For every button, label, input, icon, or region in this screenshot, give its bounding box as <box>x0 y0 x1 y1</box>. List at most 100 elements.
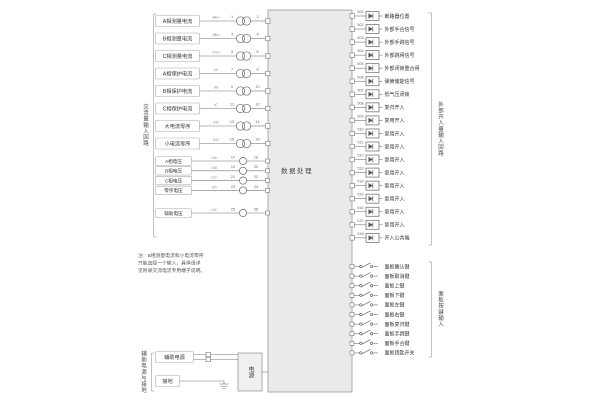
di-group-bracket: 外部开入量输入回路 <box>428 12 444 246</box>
terminal-pin <box>349 283 355 289</box>
aux-voltage-rows: 辅助电压 UX 25 26 <box>155 207 270 218</box>
digital-input-row: 510 复用开入 <box>349 127 405 139</box>
digital-input-row: 509 复用开入 <box>349 114 405 126</box>
terminal-number: 501 <box>357 10 363 14</box>
ac-row-label: 零序电压 <box>164 187 183 194</box>
di-row-label: 复用开入 <box>385 156 405 163</box>
digital-input-row: 503 外部手跳信号 <box>349 36 415 47</box>
terminal-number: 2 <box>256 15 258 19</box>
terminal-number: 25 <box>231 207 235 211</box>
signal-designator: U0 <box>211 184 217 189</box>
terminal-number: 20 <box>254 165 258 169</box>
terminal-pin <box>265 140 271 147</box>
terminal-number: 3 <box>231 33 233 37</box>
digital-input-row: 505 外部闭锁重合闸 <box>349 62 420 74</box>
ac-voltage-rows: A相电压 UA 17 18 B相电压 UB 19 20 C相电压 UC 21 <box>155 155 270 195</box>
panel-key-row: 面板取消键 <box>349 272 410 280</box>
terminal-pin <box>205 351 211 358</box>
terminal-number: 14 <box>255 120 259 124</box>
terminal-pin <box>265 18 271 24</box>
terminal-pin <box>349 331 355 337</box>
panel-key-row: 面板右键 <box>349 310 405 318</box>
ct-symbol <box>235 16 246 26</box>
terminal-pin <box>265 178 270 183</box>
diode-symbol <box>368 104 373 110</box>
di-row-label: 复用开入 <box>385 130 405 137</box>
signal-designator: IBm <box>212 32 220 37</box>
note-line: 见附录交流电流专用端子说明。 <box>138 267 205 274</box>
terminal-pin <box>349 117 355 123</box>
pt-symbol <box>239 176 247 185</box>
ac-row-label: A相保护电流 <box>163 70 192 78</box>
panel-key-row: 面板上键 <box>349 281 405 290</box>
terminal-number: 16 <box>255 138 259 142</box>
ac-voltage-row: C相电压 UC 21 22 <box>155 175 270 186</box>
terminal-pin <box>349 292 355 298</box>
terminal-number: 508 <box>357 101 363 105</box>
terminal-pin <box>265 188 270 193</box>
power-group-bracket: 辅助电源与接地 <box>140 349 155 393</box>
ct-symbol <box>235 86 246 96</box>
ac-row-label: A相测量电流 <box>163 17 192 25</box>
terminal-number: 24 <box>254 185 258 189</box>
terminal-number: 512 <box>357 154 363 158</box>
ac-group-label: 交流量输入回路 <box>142 102 149 147</box>
terminal-number: 516 <box>357 206 363 210</box>
di-row-label: 复用开入 <box>385 222 405 229</box>
ct-symbol <box>235 138 246 149</box>
di-row-label: 断路器位置 <box>385 13 410 20</box>
digital-input-row: 511 复用开入 <box>349 141 405 152</box>
di-row-label: 低气压闭锁 <box>385 91 410 98</box>
key-row-label: 面板左键 <box>385 302 405 309</box>
switch-contact <box>359 303 363 307</box>
diode-symbol <box>368 130 373 137</box>
switch-blade <box>361 281 371 287</box>
diode-symbol <box>368 91 373 97</box>
panel-key-row: 面板确认键 <box>349 262 410 270</box>
switch-blade <box>361 339 371 345</box>
ac-row-label: C相测量电流 <box>163 52 193 60</box>
switch-contact <box>359 264 363 269</box>
terminal-pin <box>265 70 271 77</box>
diode-symbol <box>368 170 373 176</box>
terminal-number: 8 <box>256 68 258 72</box>
data-processing-block <box>267 9 353 393</box>
ac-current-row: C相测量电流 ICm 5 6 <box>155 50 271 62</box>
terminal-number: 511 <box>357 141 363 145</box>
terminal-pin <box>349 39 355 45</box>
diode-symbol <box>368 183 373 189</box>
keys-group-bracket: 面板按键输入 <box>428 261 444 358</box>
ac-voltage-row: 零序电压 U0 23 24 <box>155 184 270 195</box>
ac-row-label: C相电压 <box>165 177 183 184</box>
ct-symbol <box>235 121 246 131</box>
switch-contact <box>359 312 363 317</box>
switch-contact <box>359 332 363 336</box>
ac-current-row: B相测量电流 IBm 3 4 <box>155 32 271 45</box>
terminal-pin <box>349 104 355 110</box>
key-row-label: 面板手合键 <box>385 340 410 347</box>
key-row-label: 面板上键 <box>385 283 405 290</box>
signal-designator: I01 <box>213 120 219 125</box>
di-row-label: 复用开入 <box>385 169 405 176</box>
ac-current-row: 小电流零序 I02 15 16 <box>155 137 271 150</box>
aux-power-label-box <box>155 351 194 363</box>
terminal-pin <box>349 183 355 189</box>
di-row-label: 复归开入 <box>385 104 405 111</box>
signal-designator: IB <box>214 85 218 90</box>
terminal-number: 504 <box>357 49 363 53</box>
terminal-pin <box>349 157 355 163</box>
power-group-label: 辅助电源与接地 <box>140 349 147 393</box>
digital-input-row: 501 断路器位置 <box>349 10 410 21</box>
diode-symbol <box>368 13 373 19</box>
di-row-label: 复用开入 <box>385 182 405 189</box>
di-row-label: 复用开入 <box>385 196 405 203</box>
pt-symbol <box>239 209 247 217</box>
terminal-number: 19 <box>231 165 235 169</box>
signal-designator: I02 <box>213 137 219 142</box>
switch-contact <box>359 293 363 297</box>
ct-symbol <box>235 103 246 114</box>
terminal-number: 21 <box>231 175 235 179</box>
signal-designator: UC <box>211 175 217 180</box>
digital-input-row: 512 复用开入 <box>349 154 405 165</box>
